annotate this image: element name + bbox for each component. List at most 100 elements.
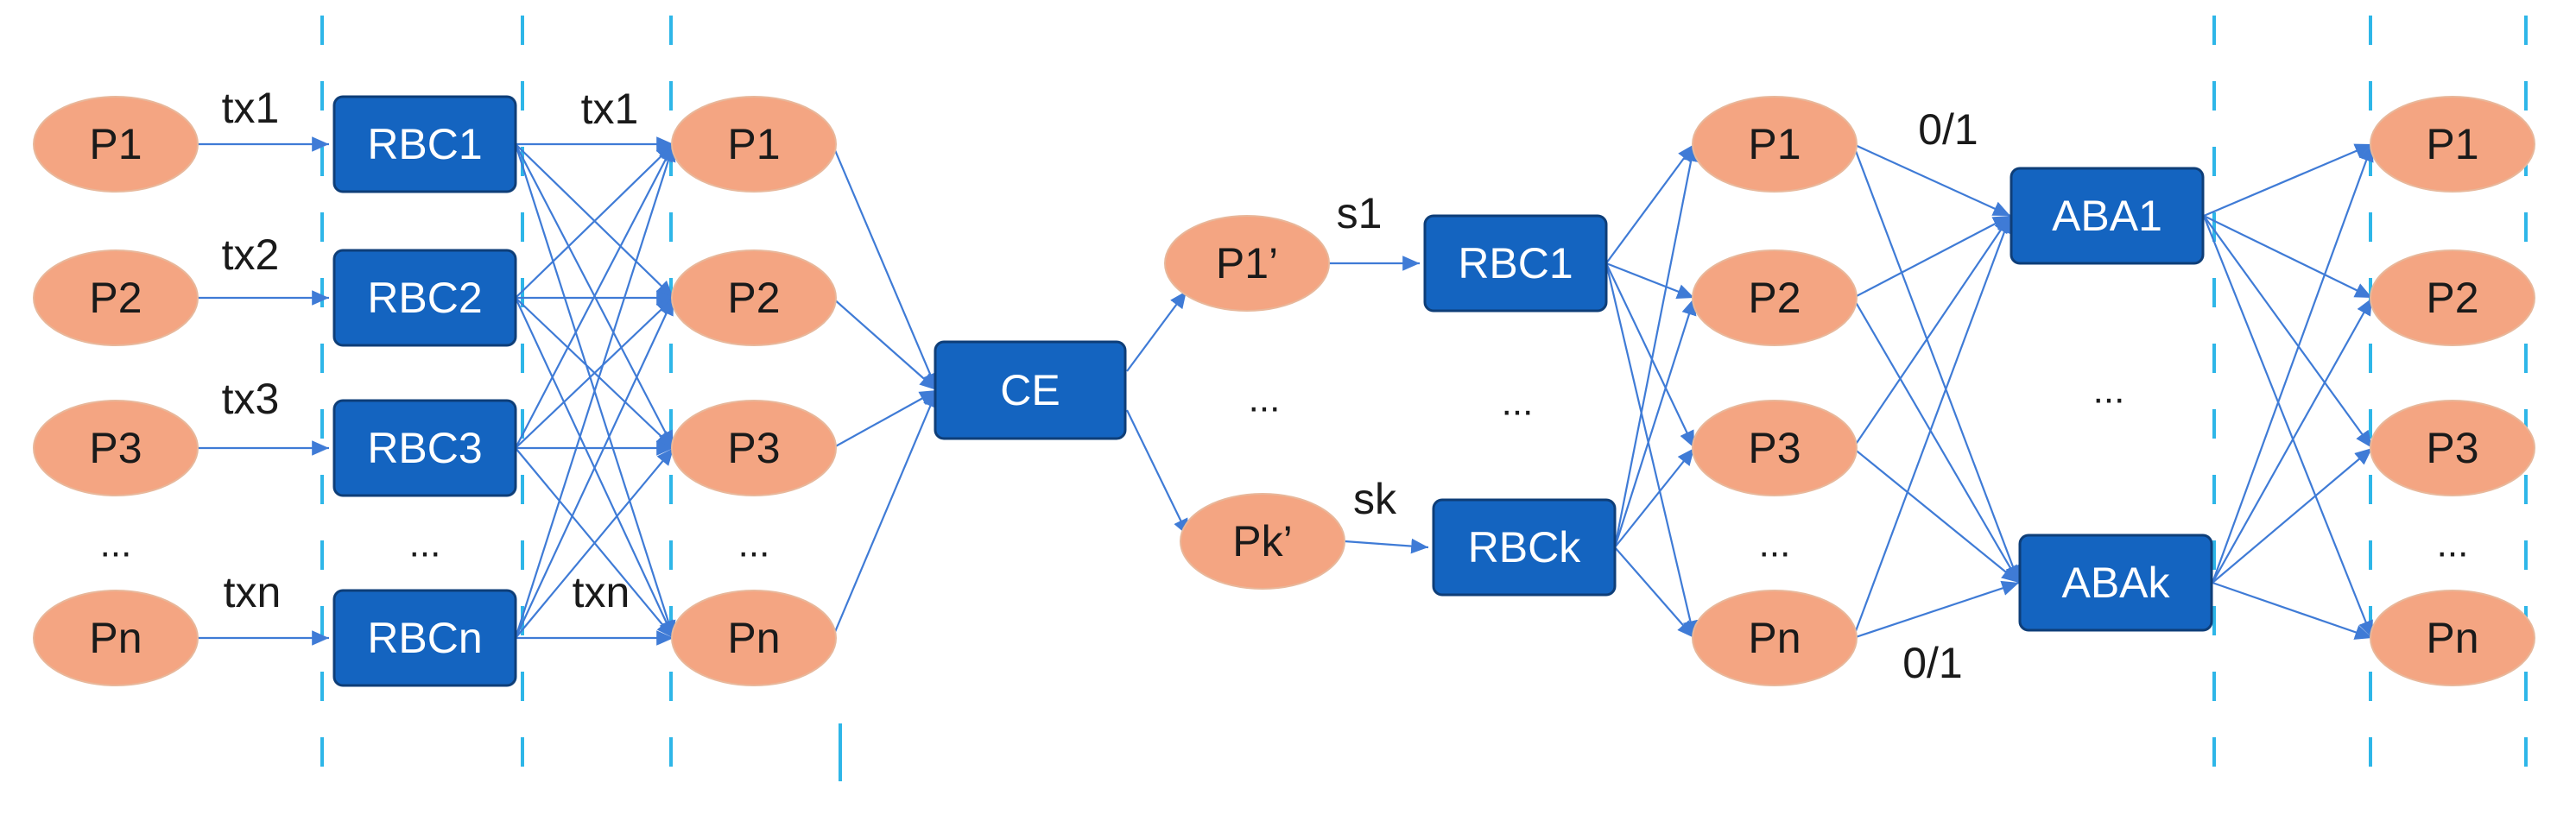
edge-rbck-to-party-1-2	[1614, 447, 1695, 548]
rbc-out-label-txn: txn	[573, 568, 630, 616]
selected-party-k	[1180, 493, 1345, 590]
edge-party-to-aba-1-1	[1852, 297, 2020, 584]
party-1-label: P1	[727, 120, 780, 168]
edge-rbck-to-party-0-0	[1605, 143, 1695, 264]
output-party-1-label: P1	[2426, 120, 2478, 168]
edge-aba-to-output-1-1	[2212, 297, 2373, 584]
input-party-3-label: P3	[89, 424, 142, 472]
edge-party-to-aba-0-1	[1851, 143, 2021, 584]
edge-rbck-to-party-0-1	[1605, 262, 1695, 300]
edge-aba-to-output-0-2	[2203, 215, 2373, 449]
party2-1	[1692, 96, 1858, 193]
edge-aba-to-output-1-2	[2212, 447, 2373, 584]
ellipsis-2: ...	[738, 523, 770, 565]
input-party-2	[33, 249, 199, 346]
party2-1-label: P1	[1748, 120, 1801, 168]
party2-4	[1692, 590, 1858, 686]
selected-party-k-label: Pk’	[1232, 517, 1292, 565]
edge-rbc-to-party-3-2	[515, 447, 674, 639]
rbc-4-label: RBCn	[367, 614, 482, 662]
party-4	[671, 590, 837, 686]
aba-label-top: 0/1	[1918, 105, 1978, 154]
ce-box	[934, 340, 1127, 440]
ellipsis-3: ...	[1249, 378, 1281, 420]
selected-label-sk: sk	[1353, 475, 1397, 523]
party2-2-label: P2	[1748, 274, 1801, 322]
edge-rbck-to-party-0-3	[1604, 262, 1699, 639]
edge-party-to-ce-2	[832, 389, 938, 449]
ellipsis-4: ...	[1502, 382, 1534, 424]
output-party-4	[2370, 590, 2535, 686]
party-1	[671, 96, 837, 193]
edge-party-to-ce-3	[831, 389, 939, 639]
aba-1-label: ABA1	[2052, 192, 2162, 240]
edge-party-to-aba-3-1	[1852, 580, 2020, 640]
phase-dividers	[320, 16, 2528, 781]
input-party-4	[33, 590, 199, 686]
edge-rbck-to-party-1-0	[1613, 143, 1699, 548]
party-4-label: Pn	[727, 614, 780, 662]
edge-party-to-aba-0-0	[1852, 142, 2011, 218]
edge-rbc-to-party-3-1	[515, 297, 674, 639]
aba-k	[2018, 534, 2213, 632]
edge-rbc-to-party-3-0	[514, 143, 676, 639]
rbc2-1-label: RBC1	[1458, 239, 1573, 287]
ellipsis-7: ...	[2437, 523, 2469, 565]
rbc-3-label: RBC3	[367, 424, 482, 472]
rbc2-k	[1432, 498, 1617, 597]
input-party-3	[33, 400, 199, 496]
selected-party-1-label: P1’	[1216, 239, 1278, 287]
edge-rbc-to-party-2-1	[515, 297, 674, 449]
rbc-out-label-tx1: tx1	[581, 85, 639, 133]
output-party-3	[2370, 400, 2535, 496]
aba-k-label: ABAk	[2061, 559, 2170, 607]
output-party-4-label: Pn	[2426, 614, 2478, 662]
selected-party-1	[1164, 215, 1330, 312]
party-2-label: P2	[727, 274, 780, 322]
output-party-2-label: P2	[2426, 274, 2478, 322]
edge-party-to-aba-1-0	[1852, 215, 2011, 299]
rbc-1-label: RBC1	[367, 120, 482, 168]
edge-party-to-aba-2-0	[1852, 215, 2011, 449]
input-party-2-label: P2	[89, 274, 142, 322]
input-party-1	[33, 96, 199, 193]
party-2	[671, 249, 837, 346]
party2-2	[1692, 249, 1858, 346]
edge-rbck-to-party-1-1	[1613, 297, 1697, 548]
output-party-3-label: P3	[2426, 424, 2478, 472]
edges	[198, 136, 2374, 646]
output-party-2	[2370, 249, 2535, 346]
rbc2-k-label: RBCk	[1468, 523, 1582, 572]
edge-party-to-ce-1	[832, 297, 938, 391]
input-edge-label-3: txn	[224, 568, 282, 616]
nodes: P1P2P3PnRBC1RBC2RBC3RBCnP1P2P3PnCEP1’Pk’…	[33, 95, 2535, 687]
party2-3	[1692, 400, 1858, 496]
rbc-3	[332, 399, 517, 497]
rbc-2-label: RBC2	[367, 274, 482, 322]
edge-aba-to-output-0-0	[2203, 142, 2373, 218]
output-party-1	[2370, 96, 2535, 193]
ellipsis-5: ...	[1759, 523, 1791, 565]
edge-rbc-to-party-2-0	[515, 143, 674, 449]
rbc-1	[332, 95, 517, 193]
edge-rbck-to-party-0-2	[1605, 262, 1695, 449]
edge-aba-to-output-0-1	[2203, 215, 2373, 299]
input-edge-label-2: tx3	[222, 375, 280, 423]
aba-1	[2010, 167, 2205, 265]
aba-label-bottom: 0/1	[1902, 639, 1963, 687]
party2-4-label: Pn	[1748, 614, 1801, 662]
rbc-2	[332, 249, 517, 347]
rbc-4	[332, 589, 517, 687]
edge-party-to-ce-0	[831, 143, 939, 391]
edge-ce-to-selected-1	[1126, 409, 1189, 537]
ellipsis-0: ...	[100, 523, 132, 565]
edge-party-to-aba-2-1	[1852, 447, 2020, 584]
edge-rbc-to-party-1-0	[515, 143, 674, 299]
edge-selected-to-rbc-1	[1344, 538, 1429, 554]
edge-rbck-to-party-1-3	[1614, 546, 1695, 639]
edge-labels: ........................tx1tx2tx3txntx1t…	[100, 84, 2469, 687]
input-party-4-label: Pn	[89, 614, 142, 662]
party2-3-label: P3	[1748, 424, 1801, 472]
rbc2-1	[1423, 214, 1608, 313]
